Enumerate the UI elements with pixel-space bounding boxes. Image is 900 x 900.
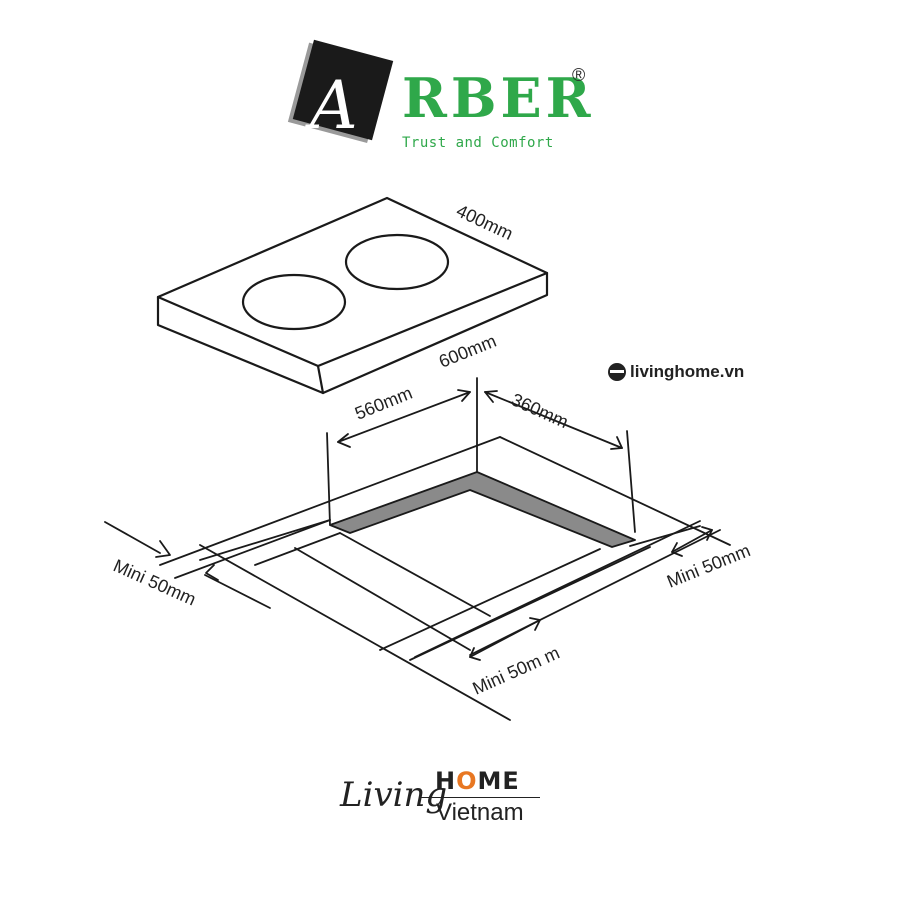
cutout-drawing — [104, 377, 731, 721]
burner-back — [344, 233, 450, 291]
brand-name: RBER — [402, 66, 595, 130]
livinghome-watermark: livinghome.vn — [608, 362, 744, 382]
logo-initial: A — [310, 67, 358, 144]
logo-sub-text: Vietnam — [436, 799, 524, 826]
front-clearance-label: Mini 50m m — [469, 643, 562, 699]
logo-divider — [420, 797, 540, 798]
logo-home-text: HOME — [435, 767, 520, 795]
livinghome-vietnam-logo: Living HOME Vietnam — [340, 765, 550, 840]
right-clearance-label: Mini 50mm — [664, 540, 753, 592]
logo-script-text: Living — [340, 775, 448, 815]
cutout-width-label: 560mm — [352, 383, 415, 424]
watermark-text: livinghome.vn — [630, 362, 745, 381]
dimension-arrows — [155, 389, 713, 661]
left-clearance-label: Mini 50mm — [110, 555, 199, 609]
livinghome-globe-icon — [608, 363, 626, 381]
hob-width-label: 600mm — [436, 331, 499, 372]
cutout-depth-label: 360mm — [508, 389, 571, 432]
cutout-lip — [329, 471, 636, 548]
burner-front — [241, 273, 347, 331]
arber-logo: A RBER ® Trust and Comfort — [290, 39, 600, 160]
hob-drawing — [156, 196, 549, 395]
registered-mark: ® — [572, 65, 586, 85]
brand-tagline: Trust and Comfort — [402, 135, 554, 151]
